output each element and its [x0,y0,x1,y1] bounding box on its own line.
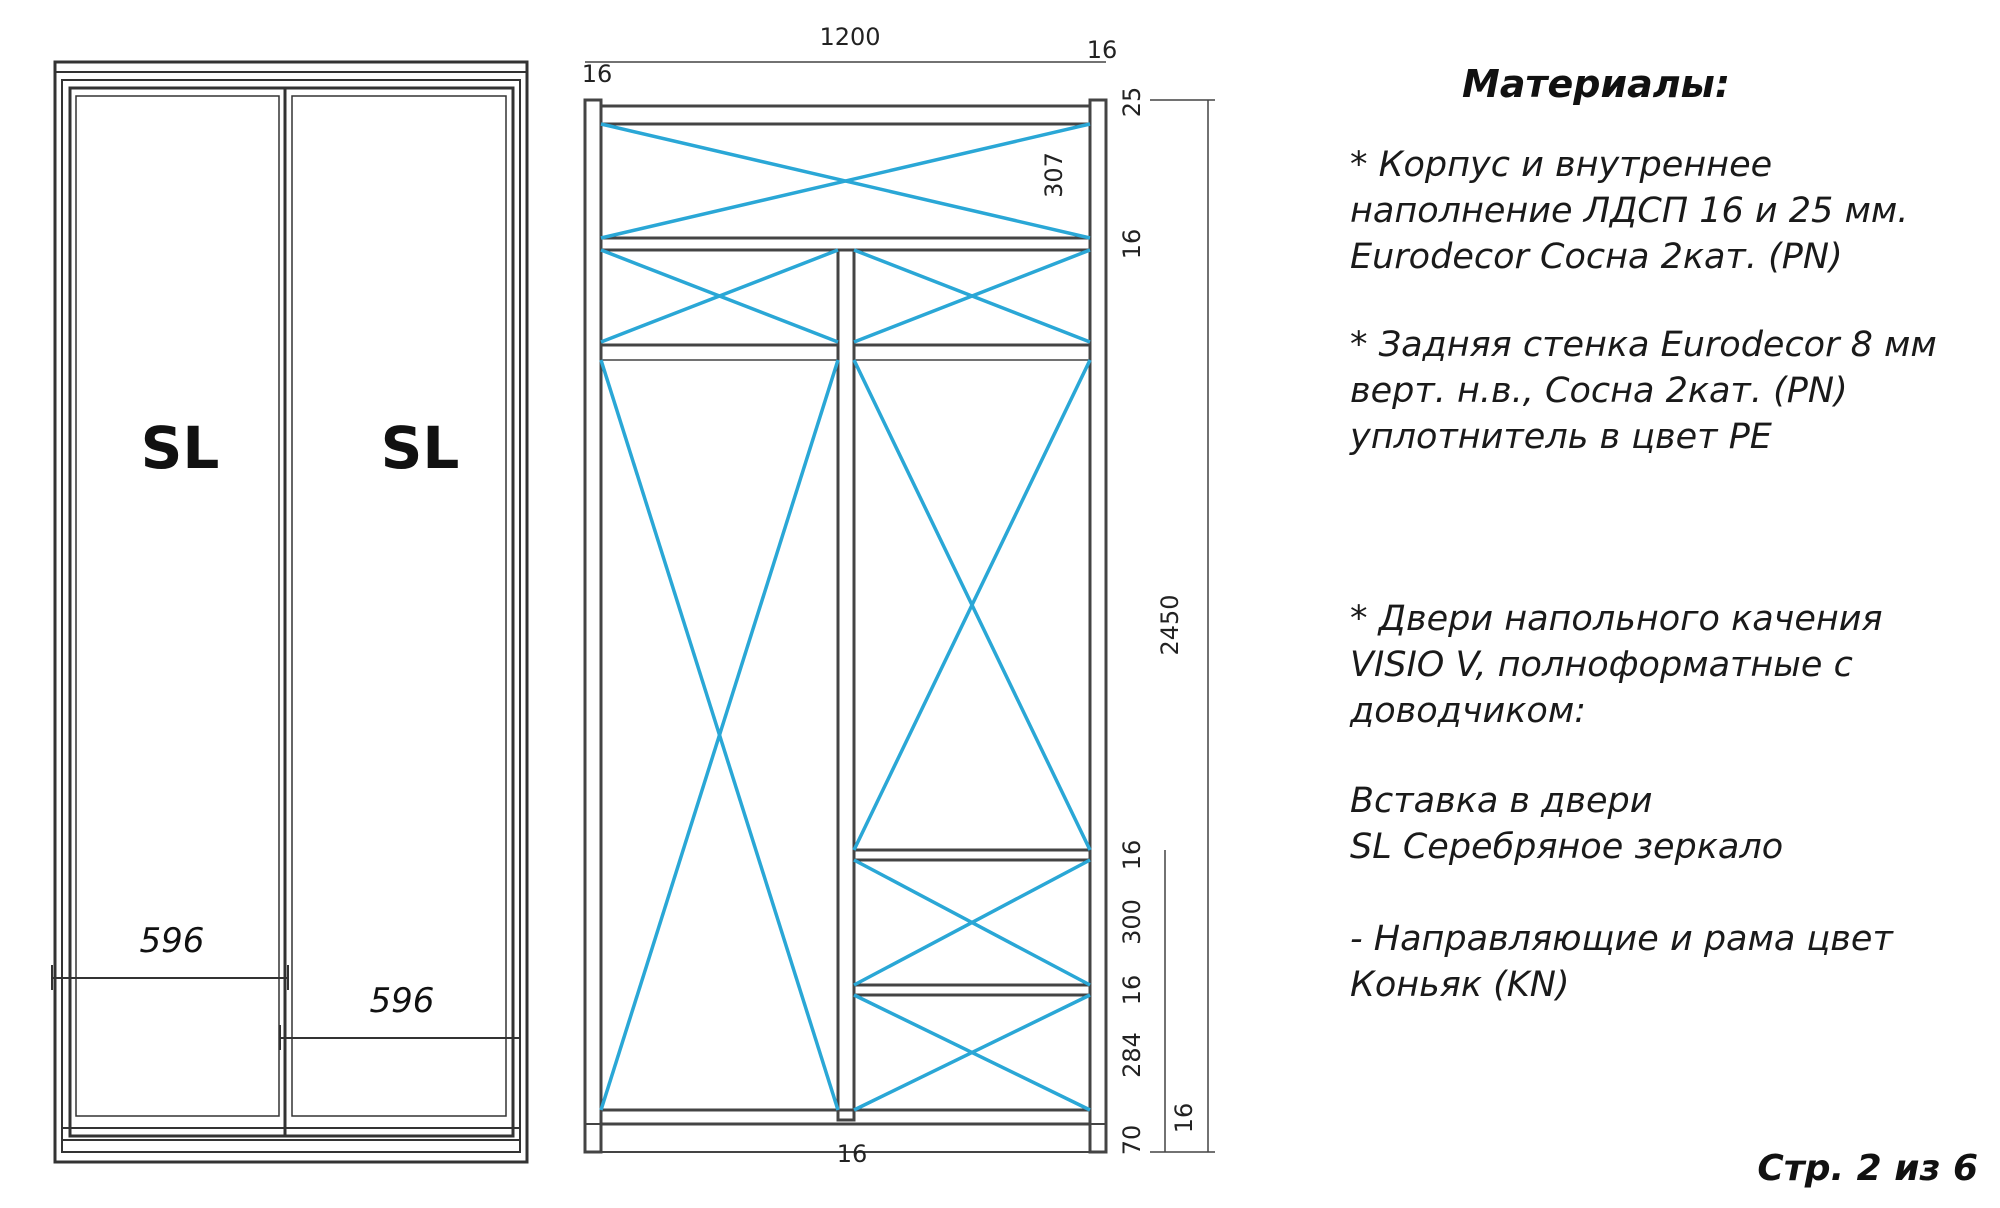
dim-top-compartment: 307 [1040,152,1068,198]
dim-side-left: 16 [582,60,613,88]
right-door-label: SL [381,414,460,482]
right-door-inner [291,95,507,1117]
materials-heading: Материалы: [1462,62,1731,106]
cross-marks [599,122,1092,1112]
dim-plinth-board: 16 [1170,1103,1198,1134]
front-view [51,60,529,1164]
cross-upper-right-b [853,248,1091,344]
bottom-board [584,1123,1107,1153]
shelf-1 [599,236,1092,252]
shelf-3 [852,983,1092,997]
rails-line: Коньяк (KN) [1350,965,1570,1005]
insert-line: Вставка в двери [1350,781,1653,821]
body-line: наполнение ЛДСП 16 и 25 мм. [1350,191,1909,231]
cross-drawer2-b [853,993,1091,1112]
right-side-panel [1088,98,1108,1154]
dim-plinth: 70 [1118,1125,1146,1156]
back-line: уплотнитель в цвет PE [1350,417,1772,457]
materials-doors: * Двери напольного качения VISIO V, полн… [1350,596,1883,734]
dim-shelf-2: 16 [1118,840,1146,871]
plinth [599,1108,1092,1126]
cross-top-b [600,122,1091,240]
dim-top-board: 25 [1118,87,1146,118]
insert-line: SL Серебряное зеркало [1350,827,1784,867]
doors-line: доводчиком: [1350,691,1587,731]
doors-line: VISIO V, полноформатные с [1350,645,1853,685]
cross-right-big-b [852,359,1092,851]
dimension-labels: 1200 16 16 16 25 307 16 2450 16 300 16 2… [582,23,1198,1168]
back-line: верт. н.в., Сосна 2кат. (PN) [1350,371,1848,411]
cross-upper-left-b [600,248,839,344]
page-number: Стр. 2 из 6 [1757,1148,1978,1189]
materials-rails: - Направляющие и рама цвет Коньяк (KN) [1350,916,1893,1008]
materials-insert: Вставка в двери SL Серебряное зеркало [1350,778,1783,870]
shelf-2 [852,848,1092,862]
interior-view [583,61,1215,1154]
materials-back-wall: * Задняя стенка Eurodecor 8 мм верт. н.в… [1350,322,1937,460]
dim-total-width: 1200 [819,23,880,51]
top-board [599,104,1092,126]
body-line: Eurodecor Сосна 2кат. (PN) [1350,237,1843,277]
left-door-width: 596 [140,921,205,961]
left-side-panel [583,98,603,1154]
back-line: * Задняя стенка Eurodecor 8 мм [1350,325,1937,365]
front-outer-frame [53,60,529,1164]
body-line: * Корпус и внутреннее [1350,145,1773,185]
right-door-width: 596 [370,981,435,1021]
materials-body: * Корпус и внутреннее наполнение ЛДСП 16… [1350,142,1908,280]
dim-shelf-1: 16 [1118,229,1146,260]
dim-drawer-2: 284 [1118,1032,1146,1078]
left-door-inner [75,95,280,1117]
middle-partition [836,248,856,1122]
rails-line: - Направляющие и рама цвет [1350,919,1893,959]
cross-left-big-b [599,359,840,1111]
cross-drawer1-b [853,858,1091,987]
right-door [283,86,515,1138]
doors-line: * Двери напольного качения [1350,599,1883,639]
dim-bottom: 16 [837,1140,868,1168]
dim-drawer-1: 300 [1118,899,1146,945]
front-inner-frame [61,79,521,1153]
left-door-label: SL [141,414,220,482]
dim-side-right: 16 [1087,36,1118,64]
dim-total-height: 2450 [1156,594,1184,655]
dim-shelf-3: 16 [1118,975,1146,1006]
